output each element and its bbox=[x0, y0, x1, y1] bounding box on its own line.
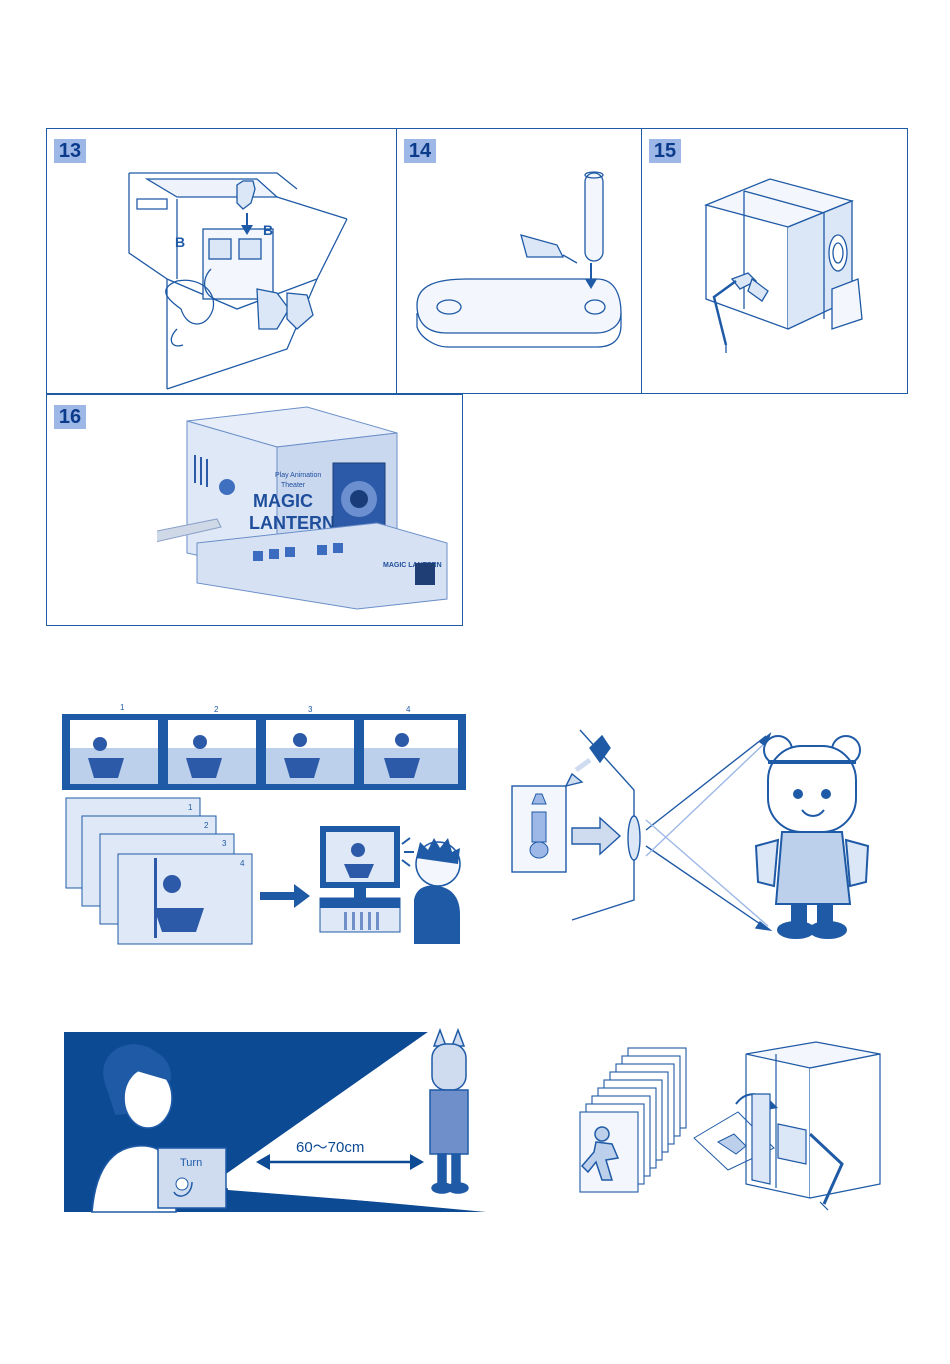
step-14-number: 14 bbox=[404, 139, 436, 163]
filmstrip-label-1: 1 bbox=[120, 703, 125, 712]
card-insertion-illustration bbox=[556, 1034, 916, 1230]
step-16-box-line2: Theater bbox=[281, 482, 306, 489]
projection-optics-illustration bbox=[506, 690, 924, 952]
filmstrip-label-2: 2 bbox=[214, 705, 219, 714]
step-13-panel: 13 B B bbox=[46, 128, 397, 394]
step-13-label-right: B bbox=[263, 222, 273, 238]
step-16-photo: Play Animation Theater MAGIC LANTERN MAG… bbox=[157, 403, 457, 623]
step-15-illustration bbox=[692, 169, 902, 369]
stack-label-3: 3 bbox=[222, 839, 227, 848]
filmstrip-label-4: 4 bbox=[406, 705, 411, 714]
filmstrip-label-3: 3 bbox=[308, 705, 313, 714]
distance-label: 60〜70cm bbox=[296, 1139, 364, 1156]
step-15-panel: 15 bbox=[641, 128, 908, 394]
stack-label-1: 1 bbox=[188, 803, 193, 812]
step-13-illustration: B B bbox=[117, 169, 387, 391]
step-16-box-line1: Play Animation bbox=[275, 472, 321, 479]
step-16-panel: 16 Play Animation Theater MAGIC LANTERN … bbox=[46, 394, 463, 626]
step-14-panel: 14 bbox=[396, 128, 642, 394]
stack-label-4: 4 bbox=[240, 859, 245, 868]
step-16-number: 16 bbox=[54, 405, 86, 429]
step-13-number: 13 bbox=[54, 139, 86, 163]
projection-distance-illustration: Turn 60〜70cm bbox=[56, 1024, 508, 1218]
turn-label: Turn bbox=[180, 1157, 202, 1169]
animation-frames-illustration: 1 2 3 4 1 2 3 4 bbox=[54, 688, 478, 956]
step-15-number: 15 bbox=[649, 139, 681, 163]
step-13-label-left: B bbox=[175, 234, 185, 250]
step-14-illustration bbox=[407, 165, 637, 385]
stack-label-2: 2 bbox=[204, 821, 209, 830]
step-16-box-title1: MAGIC bbox=[253, 491, 313, 511]
